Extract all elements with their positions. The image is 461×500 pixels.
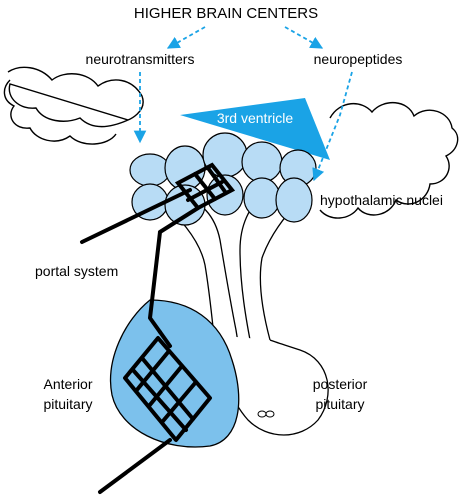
portal-outflow-vessel [98, 330, 172, 494]
brain-outline [7, 66, 144, 128]
posterior-pituitary-label-2: pituitary [315, 396, 364, 412]
primary-capillary-plexus [174, 162, 236, 211]
neurotransmitters-label: neurotransmitters [86, 51, 195, 67]
neuropeptides-label: neuropeptides [314, 51, 403, 67]
brain-outline-right [319, 102, 459, 219]
third-ventricle-label: 3rd ventricle [217, 110, 293, 126]
portal-system-label: portal system [35, 263, 118, 279]
anterior-pituitary-label-1: Anterior [43, 376, 92, 392]
portal-system-vessel [80, 188, 200, 334]
posterior-pituitary-label-1: posterior [313, 376, 368, 392]
secondary-capillary-plexus [123, 336, 212, 442]
nerve-terminal [265, 410, 275, 418]
brain-outline-left [3, 79, 117, 145]
nerve-terminal [257, 410, 267, 418]
anterior-pituitary-label-2: pituitary [43, 396, 92, 412]
title-label: HIGHER BRAIN CENTERS [134, 5, 318, 22]
input-arrows [133, 26, 353, 182]
hypothalamic-nuclei-label: hypothalamic nuclei [320, 192, 443, 208]
third-ventricle [180, 98, 330, 160]
